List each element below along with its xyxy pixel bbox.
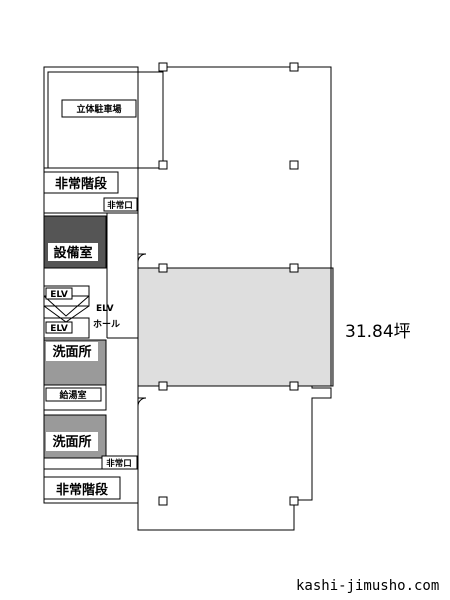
column [158, 496, 168, 506]
emergency-stairs-top-label-box [43, 171, 119, 194]
elevator-2-label-box [45, 321, 73, 334]
elevator-hall-label-1: ELV [96, 304, 114, 314]
emergency-stairs-bottom-label: 非常階段 [56, 482, 108, 498]
column [289, 496, 299, 506]
kitchenette-room [43, 384, 107, 411]
column [158, 160, 168, 170]
parking-room [47, 71, 164, 169]
elevator-1-label-box [45, 287, 73, 300]
washroom-top-label-box [46, 342, 98, 361]
parking-label: 立体駐車場 [76, 103, 121, 115]
emergency-stairs-bottom-label-box [43, 476, 121, 500]
leased-unit-area [137, 267, 334, 387]
column [289, 62, 299, 72]
elevator-2-cross [43, 305, 90, 323]
leased-area-label: 31.84坪 [345, 322, 411, 342]
emergency-stairs-top-label: 非常階段 [55, 176, 107, 192]
equipment-room-label: 設備室 [53, 245, 92, 261]
kitchenette-label-box [45, 387, 102, 402]
kitchenette-label: 給湯室 [59, 389, 86, 401]
washroom-top-label: 洗面所 [52, 344, 91, 360]
emergency-exit-top-box [103, 197, 138, 212]
emergency-exit-bottom-label: 非常口 [106, 458, 132, 469]
website-label: kashi-jimusho.com [296, 578, 439, 594]
parking-label-box [61, 99, 137, 118]
door-swing-2 [137, 397, 147, 407]
door-swing-1 [137, 253, 147, 263]
column [158, 381, 168, 391]
column [289, 263, 299, 273]
elevator-2-label: ELV [50, 324, 68, 334]
column [158, 62, 168, 72]
column [289, 160, 299, 170]
elevator-2 [43, 317, 90, 339]
elevator-1-label: ELV [50, 290, 68, 300]
column [289, 381, 299, 391]
column [158, 263, 168, 273]
emergency-exit-top-label: 非常口 [107, 200, 133, 211]
washroom-bottom-label: 洗面所 [52, 434, 91, 450]
washroom-bottom-label-box [46, 432, 98, 451]
equipment-label-box [48, 243, 98, 261]
elevator-hall-label-2: ホール [93, 319, 120, 330]
office-outline [137, 66, 332, 531]
